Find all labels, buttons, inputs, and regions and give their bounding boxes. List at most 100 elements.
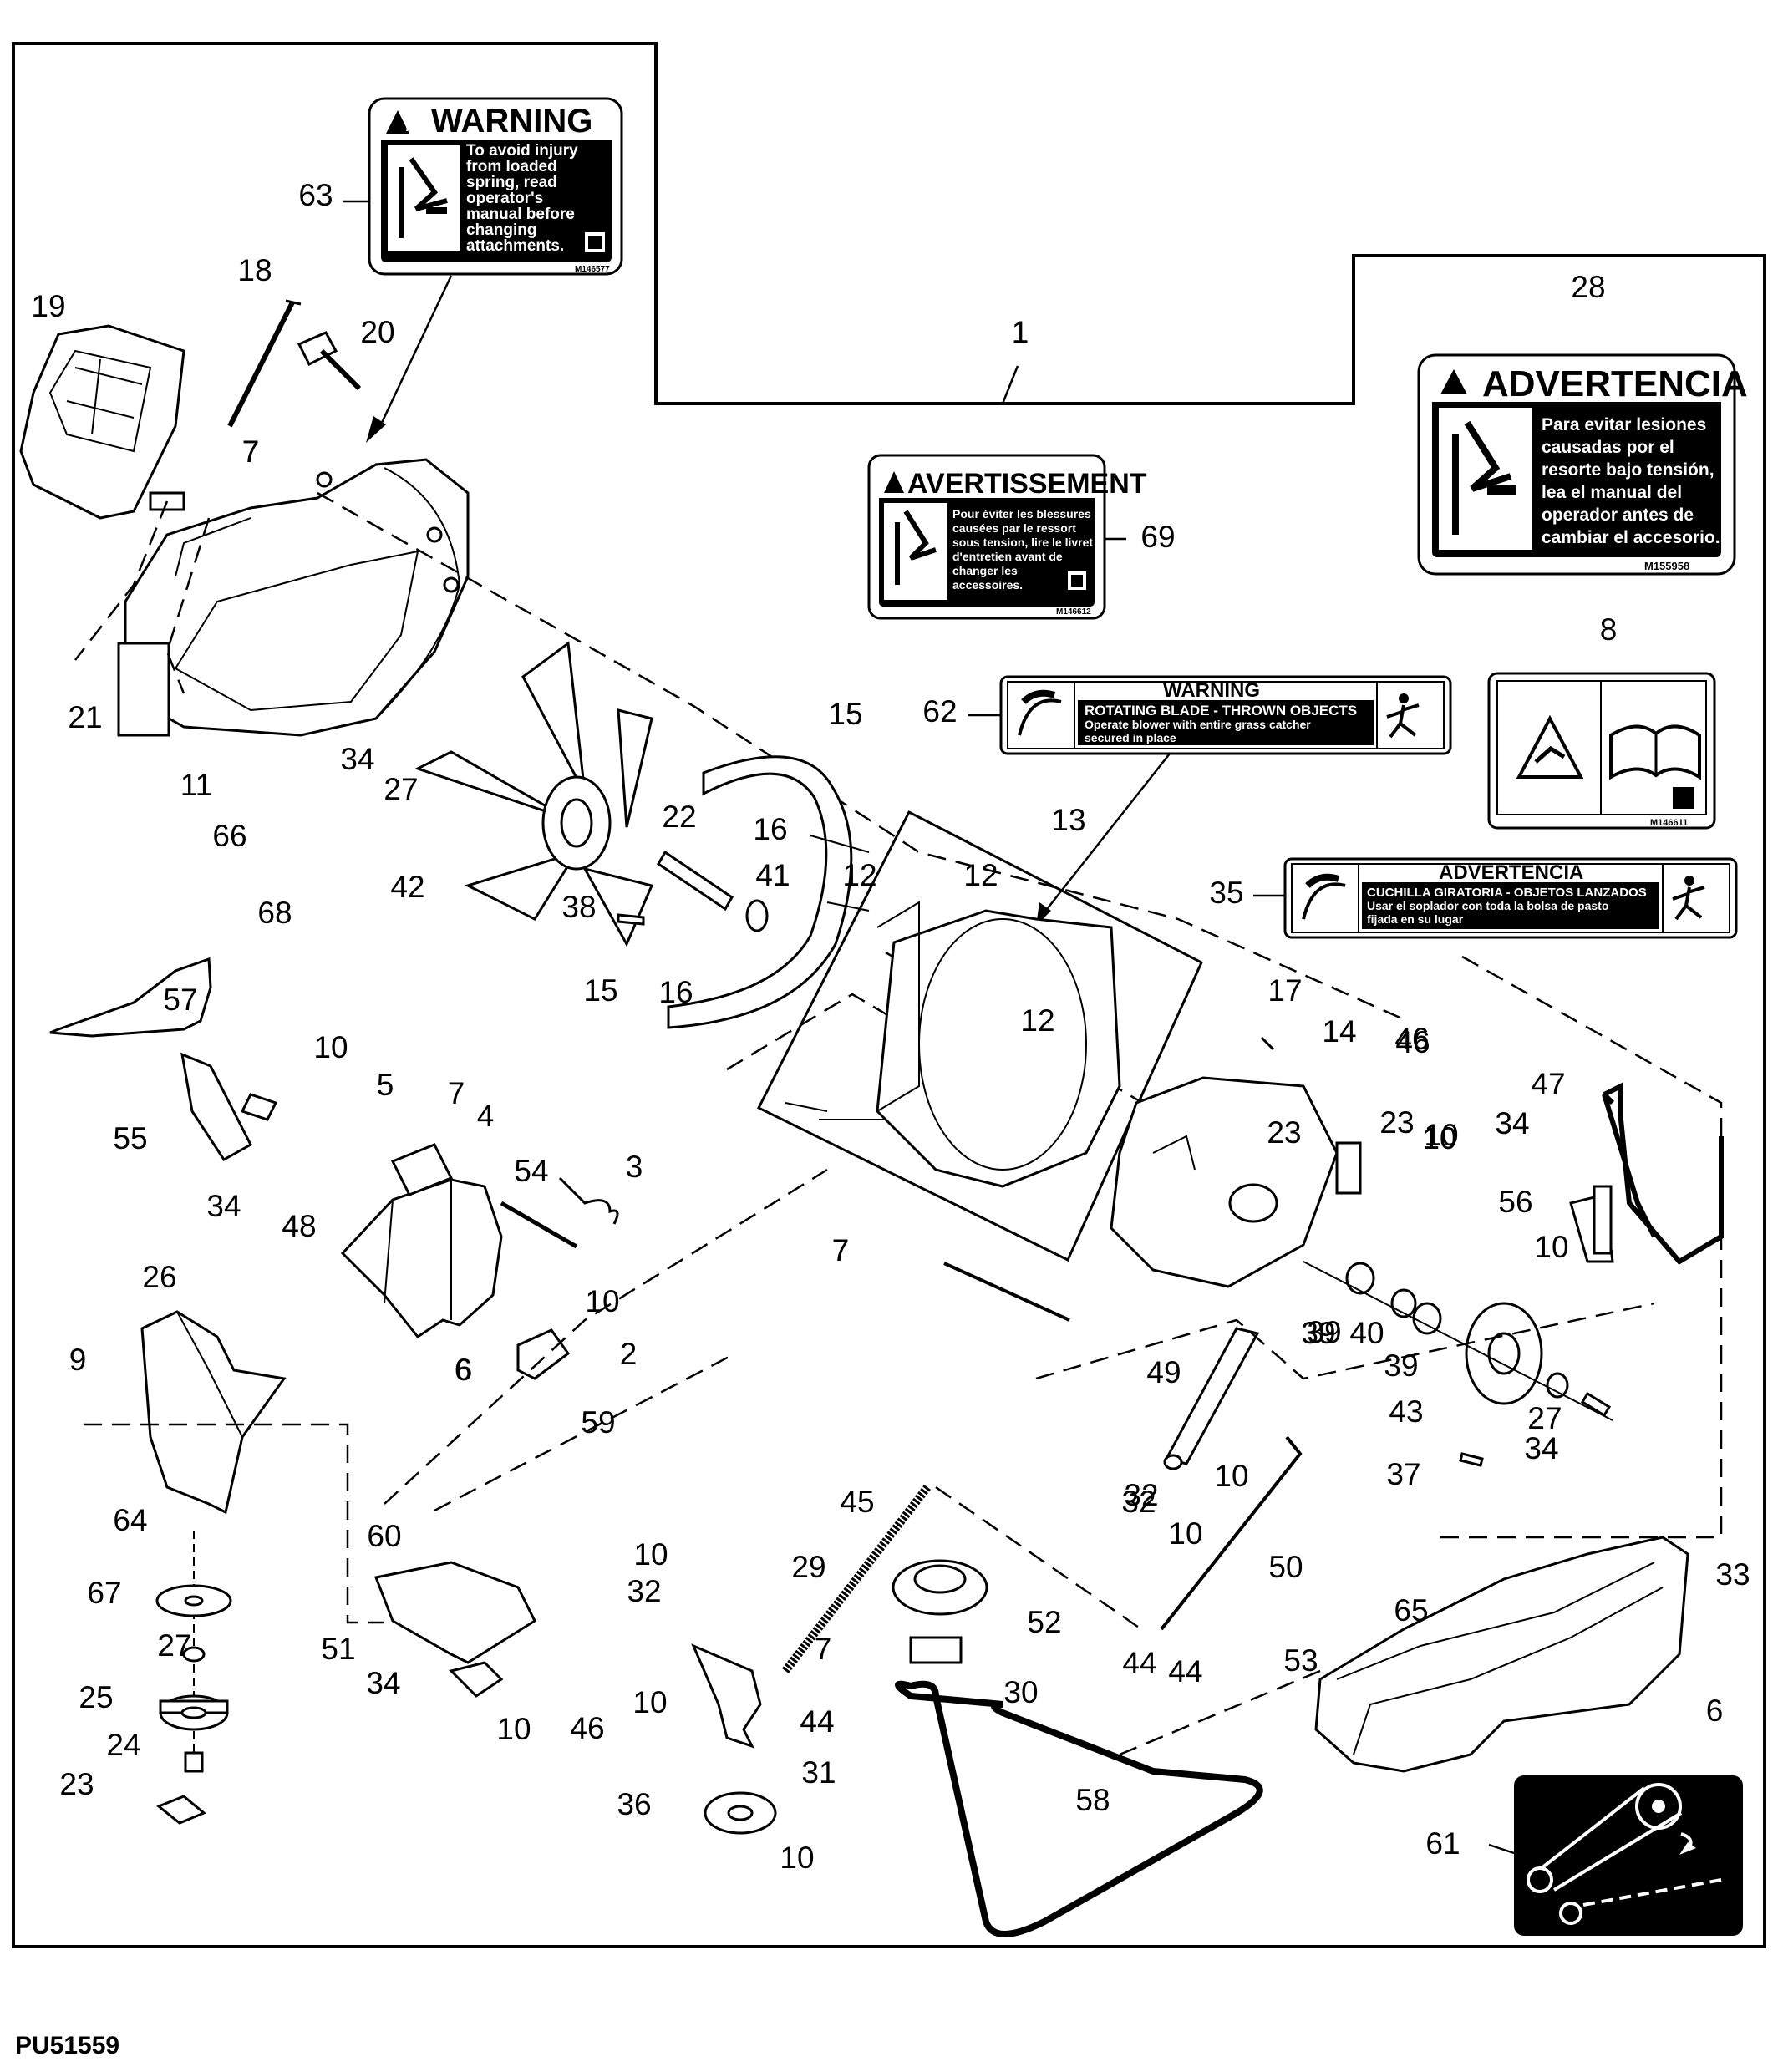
callout: 21 [68,700,102,734]
svg-text:7: 7 [832,1233,850,1267]
decal-62-subtitle: ROTATING BLADE - THROWN OBJECTS [1085,703,1357,719]
callout: 43 [1389,1394,1423,1429]
svg-text:39: 39 [1384,1348,1418,1383]
decal-63-line-5: manual before [466,206,575,223]
decal-35-subtitle: CUCHILLA GIRATORIA - OBJETOS LANZADOS [1367,886,1647,900]
svg-text:34: 34 [1495,1106,1529,1140]
decal-35-line-2: fijada en su lugar [1367,912,1464,926]
decal-advertencia-28: ADVERTENCIA Para evitar lesiones causada… [1417,353,1748,576]
decal-8-code: M146611 [1650,818,1688,828]
callout: 64 [113,1503,147,1537]
decal-warning-62: WARNING ROTATING BLADE - THROWN OBJECTS … [999,675,1452,755]
callout-labels: 63 18 19 20 7 21 11 66 34 27 42 1 28 69 … [31,178,1750,1861]
decal-69-line-2: causées par le ressort [952,521,1076,535]
callout: 55 [113,1121,147,1155]
decal-63-line-1: To avoid injury [466,142,578,160]
decal-8: M146611 [1487,672,1716,830]
callout: 46 [1394,1022,1429,1056]
callout: 36 [617,1787,651,1821]
callout: 12 [963,858,998,892]
callout: 57 [163,983,197,1017]
callout: 59 [581,1405,615,1440]
callout: 65 [1394,1593,1428,1628]
callout: 45 [840,1485,874,1519]
callout: 29 [791,1550,826,1584]
callout: 34 [340,742,374,776]
callout: 38 [561,890,596,924]
callout: 53 [1283,1643,1318,1678]
callout: 35 [1209,876,1243,910]
svg-text:10: 10 [780,1841,814,1875]
callout: 63 [298,178,333,212]
cover-part-26 [140,1310,287,1515]
rod-part-47 [1437,955,1724,1539]
decal-35-line-1: Usar el soplador con toda la bolsa de pa… [1367,899,1608,912]
shaft-part-22 [617,850,769,932]
svg-text:10: 10 [1534,1230,1568,1264]
decal-63-line-7: attachments. [466,237,564,255]
decal-63-code: M146577 [575,265,610,274]
callout: 30 [1003,1675,1038,1709]
callout: 49 [1146,1355,1181,1389]
decal-63-line-4: operator's [466,190,543,207]
callout: 40 [1349,1316,1384,1350]
svg-text:7: 7 [448,1076,465,1110]
callout: 5 [377,1068,394,1102]
callout: 58 [1075,1783,1110,1817]
decal-warning-63: ! WARNING To avoid injury from loaded sp… [368,97,623,276]
callout: 18 [237,253,272,287]
decal-62-line-2: secured in place [1085,731,1176,744]
callout: 7 [242,434,260,469]
callout: 47 [1531,1067,1565,1101]
decal-advertencia-35: ADVERTENCIA CUCHILLA GIRATORIA - OBJETOS… [1283,857,1738,939]
svg-text:27: 27 [157,1628,191,1663]
callout: 16 [753,812,787,846]
callout: 66 [212,819,246,853]
decal-69-line-1: Pour éviter les blessures [952,507,1091,521]
callout: 10 [1424,1118,1458,1152]
callout: 44 [1168,1654,1202,1689]
svg-text:10: 10 [496,1712,531,1746]
svg-text:34: 34 [1524,1431,1558,1465]
decal-belt-routing-61 [1514,1775,1743,1936]
decal-69-line-6: accessoires. [952,578,1023,592]
callout: 32 [1121,1485,1156,1519]
svg-text:10: 10 [1214,1459,1248,1493]
shield-part-55 [180,1052,278,1161]
shield-part-48 [340,1178,503,1339]
bracket-part-68 [49,957,212,1038]
callout: 11 [180,768,212,802]
decal-62-title: WARNING [1163,679,1260,702]
plate-part-14 [1110,1076,1362,1288]
callout: 19 [31,289,65,323]
pulley-part-52 [892,1559,988,1664]
frame-part-13 [756,810,1203,1262]
callout: 23 [1379,1105,1414,1140]
impeller-part-42 [414,641,654,947]
svg-text:15: 15 [583,973,617,1008]
callout: 56 [1498,1185,1532,1219]
figure-id: PU51559 [15,2032,120,2059]
svg-text:10: 10 [1422,1121,1456,1155]
callout: 8 [1600,612,1618,647]
callout: 6 [455,1353,473,1387]
decal-69-line-3: sous tension, lire le livret [952,536,1093,549]
callout: 26 [142,1260,176,1294]
decal-69-code: M146612 [1056,607,1091,617]
decal-28-line-4: lea el manual del [1542,483,1682,502]
knob-part-20 [297,331,362,391]
svg-text:23: 23 [1267,1115,1301,1150]
decal-28-line-6: cambiar el accesorio. [1542,528,1720,547]
door-part-19 [19,324,185,520]
svg-text:34: 34 [206,1189,241,1223]
callout: 24 [106,1728,140,1762]
callout: 28 [1571,270,1605,304]
svg-text:10: 10 [1422,1121,1456,1155]
callout: 13 [1051,803,1085,837]
svg-text:34: 34 [366,1666,400,1700]
bracket-part-49 [943,1262,1655,1631]
callout: 27 [384,772,418,806]
svg-text:7: 7 [815,1632,832,1666]
callout: 14 [1322,1014,1356,1049]
